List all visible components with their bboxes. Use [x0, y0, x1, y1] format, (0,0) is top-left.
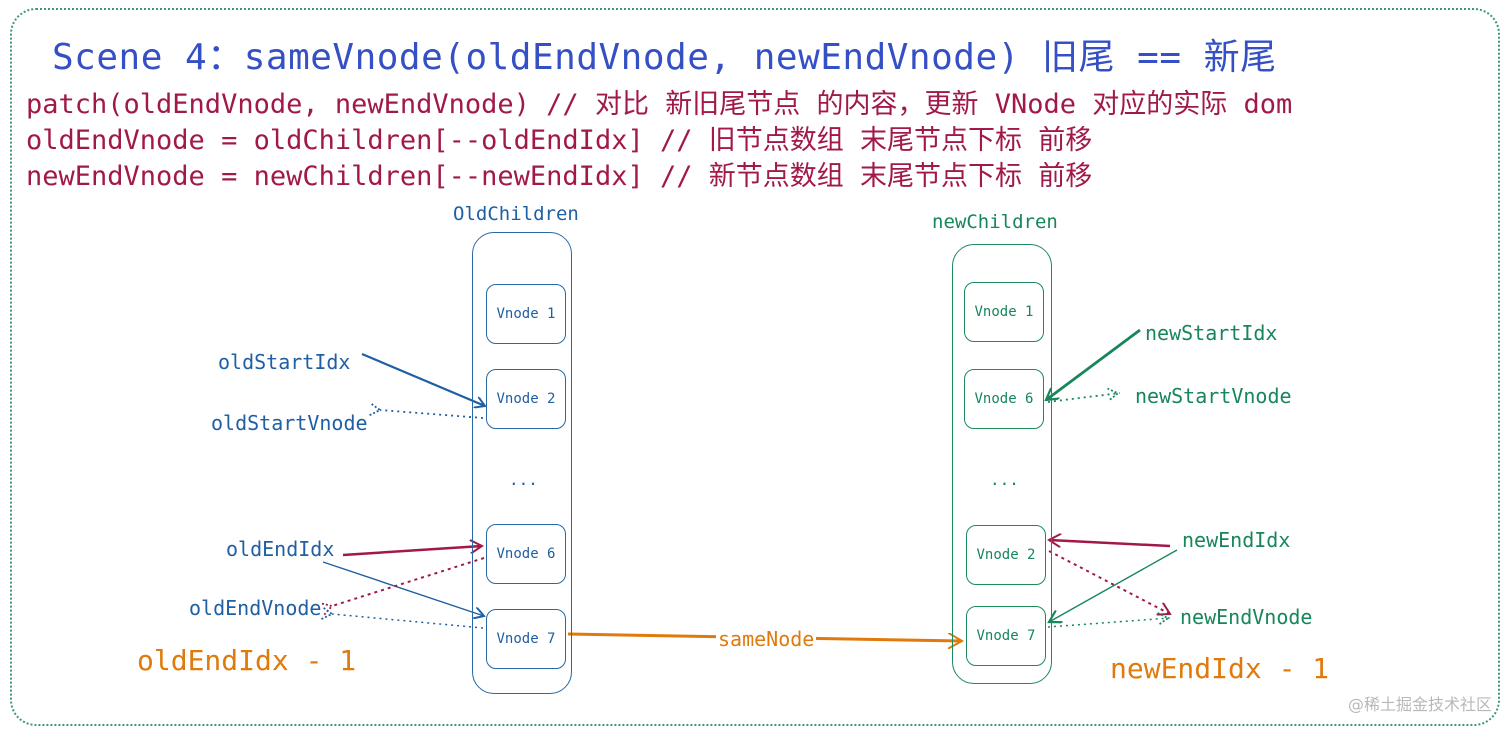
- old-end-idx-minus-label: oldEndIdx - 1: [137, 644, 357, 677]
- same-node-label: sameNode: [716, 627, 817, 651]
- diagram-frame: [10, 8, 1500, 726]
- scene-title: Scene 4：sameVnode(oldEndVnode, newEndVno…: [52, 37, 1277, 78]
- arrow-old-start-idx: [361, 352, 485, 406]
- old-children-label: OldChildren: [453, 203, 579, 225]
- old-ellipsis: ...: [509, 470, 538, 489]
- new-start-idx-label: newStartIdx: [1145, 321, 1278, 345]
- code-line-old-end: oldEndVnode = oldChildren[--oldEndIdx] /…: [26, 125, 1093, 156]
- new-children-label: newChildren: [932, 211, 1058, 233]
- arrow-new-start-vnode: [1047, 393, 1121, 403]
- new-node-7: Vnode 7: [966, 606, 1046, 666]
- arrow-old-end-idx: [342, 546, 482, 557]
- new-ellipsis: ...: [990, 470, 1019, 489]
- new-children-container: [952, 244, 1052, 684]
- old-end-idx-label: oldEndIdx: [226, 537, 335, 561]
- arrow-new-start-idx: [1046, 328, 1141, 400]
- new-end-vnode-label: newEndVnode: [1180, 605, 1313, 629]
- arrow-old-end-vnode-old: [320, 557, 485, 616]
- old-node-1: Vnode 1: [486, 284, 566, 344]
- code-line-patch: patch(oldEndVnode, newEndVnode) // 对比 新旧…: [26, 89, 1293, 120]
- old-start-vnode-label: oldStartVnode: [211, 411, 368, 435]
- arrow-old-end-idx-to-7: [322, 561, 484, 616]
- new-node-6: Vnode 6: [964, 369, 1044, 429]
- watermark: @稀土掘金技术社区: [1347, 695, 1492, 714]
- new-start-vnode-label: newStartVnode: [1135, 384, 1292, 408]
- old-node-7: Vnode 7: [486, 609, 566, 669]
- arrow-new-end-vnode-new: [1047, 618, 1171, 628]
- arrow-new-end-vnode-old: [1048, 550, 1170, 614]
- arrow-old-start-vnode: [369, 402, 484, 419]
- old-node-2: Vnode 2: [486, 369, 566, 429]
- old-start-idx-label: oldStartIdx: [218, 350, 351, 374]
- arrow-new-end-idx: [1049, 540, 1171, 546]
- old-children-container: [472, 232, 572, 694]
- code-line-new-end: newEndVnode = newChildren[--newEndIdx] /…: [26, 161, 1093, 192]
- arrow-old-end-vnode-new: [321, 606, 484, 629]
- new-end-idx-minus-label: newEndIdx - 1: [1110, 652, 1330, 685]
- old-node-6: Vnode 6: [486, 524, 566, 584]
- old-end-vnode-label: oldEndVnode: [189, 596, 322, 620]
- arrow-new-end-idx-to-7: [1049, 549, 1178, 622]
- new-node-2: Vnode 2: [966, 525, 1046, 585]
- new-node-1: Vnode 1: [964, 282, 1044, 342]
- new-end-idx-label: newEndIdx: [1182, 528, 1291, 552]
